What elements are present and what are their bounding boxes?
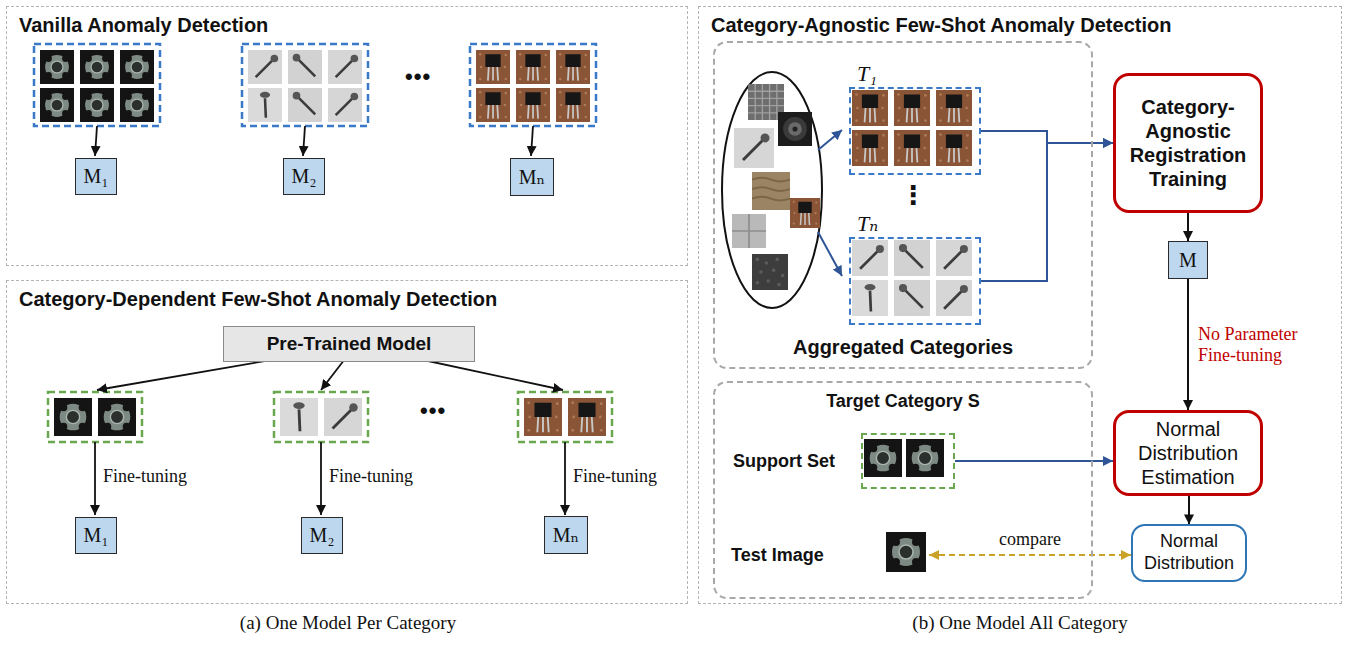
node-text: M₂: [292, 165, 317, 188]
image-group: [34, 44, 596, 156]
model-box: M₂: [283, 158, 326, 195]
node-text: Mₙ: [553, 523, 579, 547]
connector-arrow: [1187, 279, 1189, 410]
process-box: Category-Agnostic Registration Training: [1113, 73, 1263, 213]
panel: Category-Dependent Few-Shot Anomaly Dete…: [6, 280, 688, 604]
node-text: Category-Agnostic Registration Training: [1124, 95, 1252, 191]
task-box: Tₙ: [849, 237, 981, 325]
edge-label: compare: [997, 529, 1063, 550]
category-pool: [722, 72, 972, 572]
panel: Category-Agnostic Few-Shot Anomaly Detec…: [698, 6, 1342, 604]
node-text: Vanilla Anomaly Detection: [19, 14, 268, 37]
node-text: M: [1179, 249, 1197, 272]
node-text: Mₙ: [519, 165, 545, 189]
connector-arrow: [981, 143, 1113, 281]
ellipsis-mark: •••: [405, 64, 431, 90]
panel: Vanilla Anomaly DetectionM₁ M₂ Mₙ: [6, 6, 688, 266]
subfigure-caption: (a) One Model Per Category: [240, 612, 456, 634]
ellipsis-mark: •••: [420, 398, 446, 424]
few-shot-group: [48, 355, 612, 515]
node-text: Category-Dependent Few-Shot Anomaly Dete…: [19, 288, 497, 311]
process-box: Normal Distribution Estimation: [1113, 410, 1263, 496]
edge-label: No Parameter Fine-tuning: [1196, 324, 1320, 365]
task-box: T₁: [849, 87, 981, 175]
test-image: Test Image: [889, 535, 929, 575]
node-text: Pre-Trained Model: [267, 333, 432, 355]
result-box: Normal Distribution: [1131, 524, 1247, 581]
model-box: M₁: [75, 517, 118, 554]
node-text: M₁: [84, 524, 109, 547]
model-box: Mₙ: [544, 516, 588, 554]
arrow-label: Fine-tuning: [329, 466, 413, 487]
model-box: M₂: [301, 517, 344, 554]
connector-arrow: [929, 554, 1131, 556]
node-text: Category-Agnostic Few-Shot Anomaly Detec…: [711, 14, 1171, 37]
node-text: M₁: [84, 165, 109, 188]
node-text: Tₙ: [857, 211, 878, 237]
model-box: M: [1168, 241, 1208, 279]
node-text: Test Image: [731, 545, 824, 566]
node-text: T₁: [857, 61, 877, 87]
node-text: Support Set: [733, 451, 835, 472]
node-text: Target Category S: [715, 391, 1091, 412]
subfigure-caption: (b) One Model All Category: [912, 612, 1127, 634]
connector-arrow: [981, 131, 1113, 143]
node-text: Normal Distribution Estimation: [1124, 417, 1252, 489]
group-box: Target Category S Support SetTest Image: [713, 381, 1093, 599]
connector-arrow: [1188, 496, 1190, 524]
node-text: Aggregated Categories: [715, 336, 1091, 359]
arrow-label: Fine-tuning: [103, 466, 187, 487]
connector-arrow: [1187, 213, 1189, 241]
node-text: M₂: [310, 524, 335, 547]
node-text: Normal Distribution: [1141, 531, 1237, 574]
connector-arrow: [955, 460, 1113, 462]
pretrained-box: Pre-Trained Model: [223, 326, 475, 362]
ellipsis-mark: ⋮: [900, 180, 926, 211]
arrow-label: Fine-tuning: [573, 466, 657, 487]
model-box: M₁: [75, 158, 118, 195]
model-box: Mₙ: [510, 158, 554, 196]
support-box: Support Set: [861, 433, 955, 489]
